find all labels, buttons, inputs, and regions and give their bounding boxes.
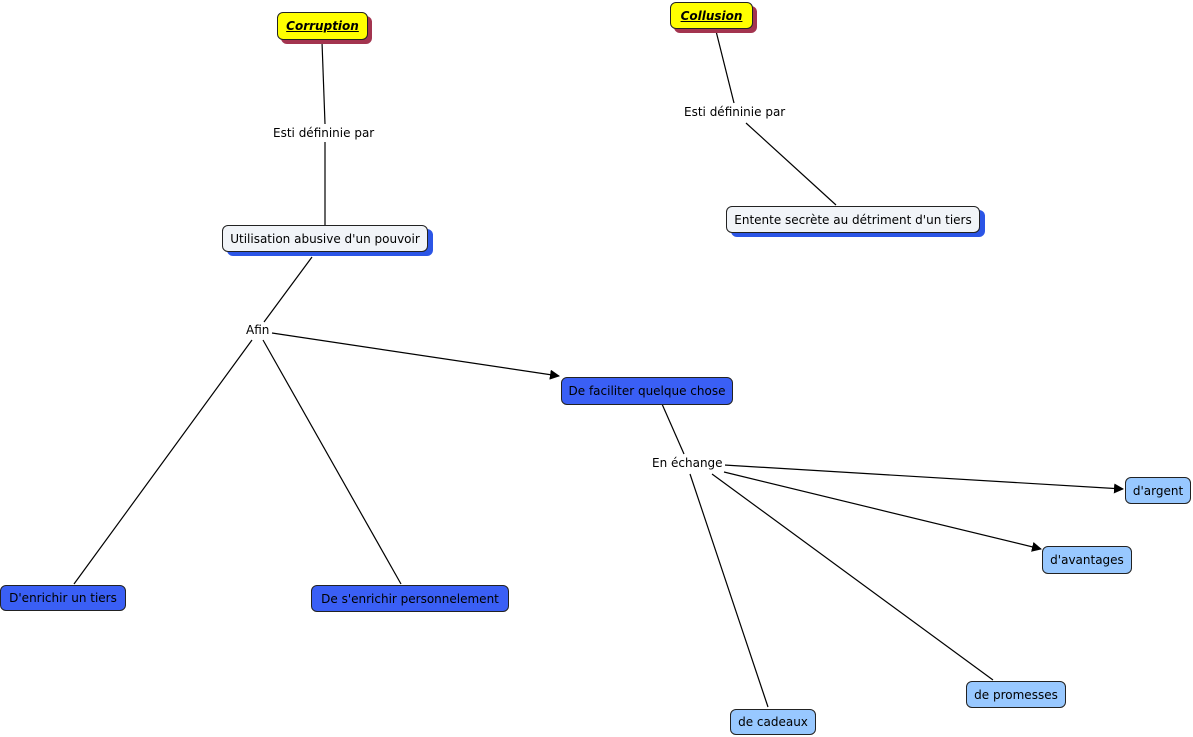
label-en-echange: En échange [650,456,725,470]
link-corruption-def-top [321,41,326,125]
link-echange-top [661,403,685,455]
link-echange-promesses [711,473,994,681]
node-enrichir-perso[interactable]: De s'enrichir personnelement [311,585,509,612]
node-avantages[interactable]: d'avantages [1042,546,1132,574]
link-echange-cadeaux [689,473,769,708]
node-argent[interactable]: d'argent [1125,477,1191,504]
node-faciliter[interactable]: De faciliter quelque chose [561,377,733,405]
node-corruption[interactable]: Corruption [277,12,368,40]
link-afin-enrichir-tiers [73,339,253,585]
link-echange-avantages [723,471,1042,552]
label-afin: Afin [244,323,272,337]
node-entente[interactable]: Entente secrète au détriment d'un tiers [726,206,980,233]
link-collusion-def-bottom [745,122,837,206]
link-afin-enrichir-perso [262,339,402,585]
link-afin-faciliter [271,332,560,380]
label-collusion-definition: Esti défininie par [682,105,788,119]
node-promesses[interactable]: de promesses [966,681,1066,708]
label-corruption-definition: Esti défininie par [271,126,377,140]
link-afin-top [263,256,313,323]
node-enrichir-tiers[interactable]: D'enrichir un tiers [0,585,126,611]
link-collusion-def-top [715,30,735,104]
node-collusion[interactable]: Collusion [670,2,753,29]
node-utilisation[interactable]: Utilisation abusive d'un pouvoir [222,225,428,252]
node-cadeaux[interactable]: de cadeaux [730,709,816,735]
link-echange-argent [723,464,1124,494]
